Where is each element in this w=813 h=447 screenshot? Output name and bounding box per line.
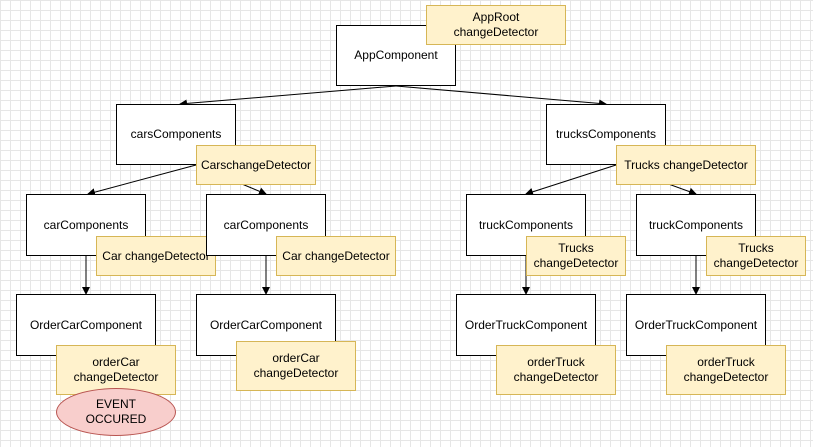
truck-change-detector-1[interactable]: Trucks changeDetector [526, 236, 626, 276]
car-change-detector-1[interactable]: Car changeDetector [96, 236, 216, 276]
edge-app-to-cars [179, 85, 397, 108]
edge-trucks-to-truck-1 [525, 164, 617, 196]
app-root-change-detector[interactable]: AppRoot changeDetector [426, 5, 566, 45]
truck-components-node-2[interactable]: truckComponents [636, 194, 756, 256]
trucks-change-detector[interactable]: Trucks changeDetector [616, 145, 756, 185]
order-car-change-detector-1[interactable]: orderCar changeDetector [56, 345, 176, 395]
edge-app-to-trucks [395, 85, 607, 108]
order-truck-change-detector-2[interactable]: orderTruck changeDetector [666, 345, 786, 395]
car-change-detector-2[interactable]: Car changeDetector [276, 236, 396, 276]
truck-change-detector-2[interactable]: Trucks changeDetector [706, 236, 806, 276]
event-occured-ellipse[interactable]: EVENT OCCURED [56, 388, 176, 436]
cars-change-detector[interactable]: CarschangeDetector [196, 145, 316, 185]
order-truck-change-detector-1[interactable]: orderTruck changeDetector [496, 345, 616, 395]
edge-cars-to-car-1 [87, 164, 197, 197]
order-car-change-detector-2[interactable]: orderCar changeDetector [236, 341, 356, 391]
